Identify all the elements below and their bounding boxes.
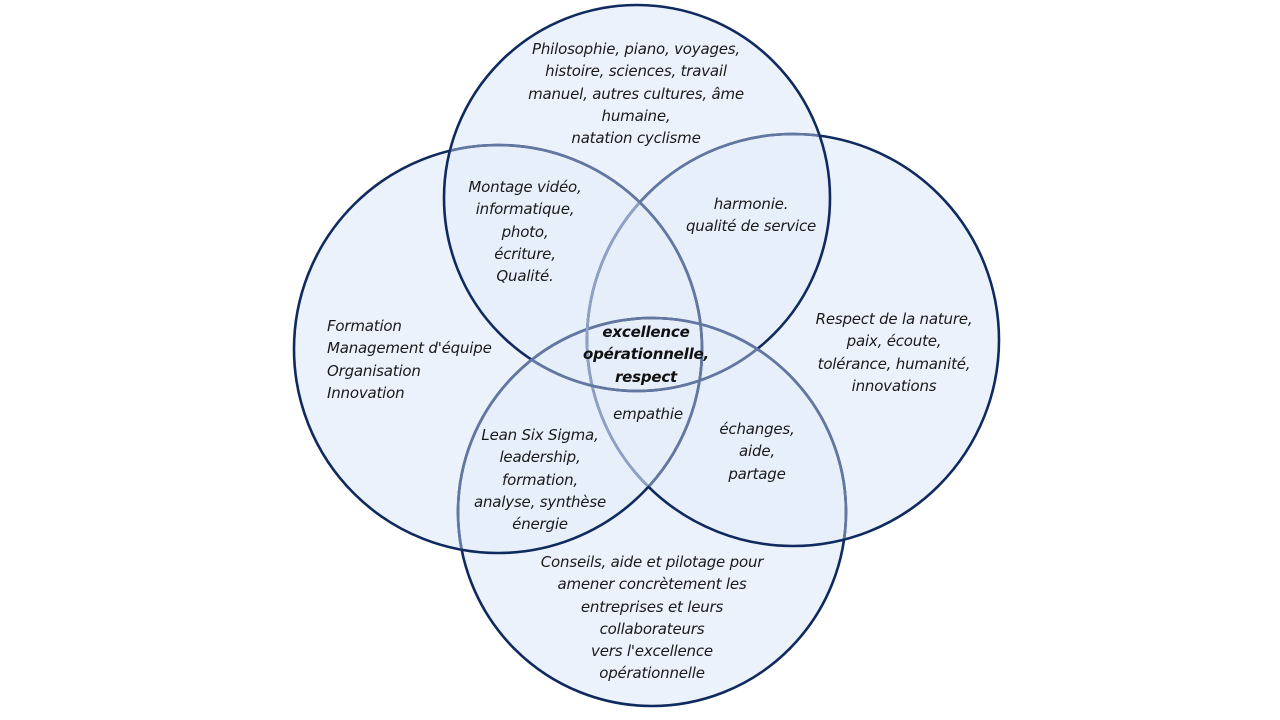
text-line: Respect de la nature, — [815, 310, 973, 328]
text-line: opérationnelle, — [582, 345, 710, 364]
text-line: vers l'excellence — [591, 642, 713, 661]
region-bottom-only: Conseils, aide et pilotage pour amener c… — [540, 551, 764, 685]
text-line: tolérance, humanité, — [817, 354, 971, 373]
region-top-only: Philosophie, piano, voyages, histoire, s… — [528, 38, 744, 149]
text-line: excellence — [602, 323, 690, 341]
circle-fills — [294, 5, 999, 706]
text-line: Conseils, aide et pilotage pour — [540, 553, 764, 571]
text-line: opérationnelle — [599, 664, 705, 683]
region-center-lower: empathie — [613, 403, 683, 425]
text-line: Organisation — [327, 361, 421, 380]
text-line: partage — [728, 464, 786, 483]
text-line: énergie — [512, 515, 568, 534]
text-line: photo, — [501, 222, 549, 241]
region-right-bottom: échanges, aide, partage — [719, 418, 794, 485]
text-line: informatique, — [475, 200, 575, 219]
text-line: amener concrètement les — [557, 575, 747, 594]
region-top-left: Montage vidéo, informatique, photo, écri… — [468, 176, 581, 287]
region-center-all: excellence opérationnelle, respect — [583, 321, 709, 388]
region-left-bottom: Lean Six Sigma, leadership, formation, a… — [474, 424, 606, 535]
region-right-only: Respect de la nature, paix, écoute, tolé… — [816, 308, 973, 397]
text-line: manuel, autres cultures, âme — [528, 84, 744, 103]
text-line: histoire, sciences, travail — [545, 62, 727, 81]
region-top-right: harmonie. qualité de service — [686, 193, 816, 238]
circle-bottom-fill — [458, 318, 846, 706]
text-line: Formation — [327, 317, 402, 335]
inner-arcs — [445, 132, 848, 552]
text-line: Innovation — [327, 383, 405, 402]
text-line: innovations — [851, 376, 937, 395]
region-left-only: Formation Management d'équipe Organisati… — [327, 315, 492, 404]
text-line: harmonie. — [713, 195, 789, 213]
text-line: leadership, — [499, 448, 581, 467]
text-line: entreprises et leurs — [580, 597, 724, 616]
text-line: natation cyclisme — [571, 129, 701, 148]
text-line: formation, — [502, 470, 578, 489]
text-line: humaine, — [601, 106, 671, 125]
text-line: Management d'équipe — [327, 339, 492, 358]
text-line: écriture, — [494, 244, 556, 263]
text-line: échanges, — [719, 420, 795, 438]
text-line: Qualité. — [496, 267, 554, 286]
text-line: respect — [614, 367, 678, 386]
text-line: paix, écoute, — [846, 332, 942, 351]
text-line: aide, — [739, 442, 775, 461]
text-line: Lean Six Sigma, — [481, 426, 599, 444]
text-line: Montage vidéo, — [468, 178, 582, 196]
text-line: empathie — [613, 405, 683, 423]
text-line: collaborateurs — [599, 619, 705, 638]
text-line: Philosophie, piano, voyages, — [532, 40, 740, 58]
text-line: qualité de service — [685, 217, 817, 236]
text-line: analyse, synthèse — [474, 492, 606, 511]
